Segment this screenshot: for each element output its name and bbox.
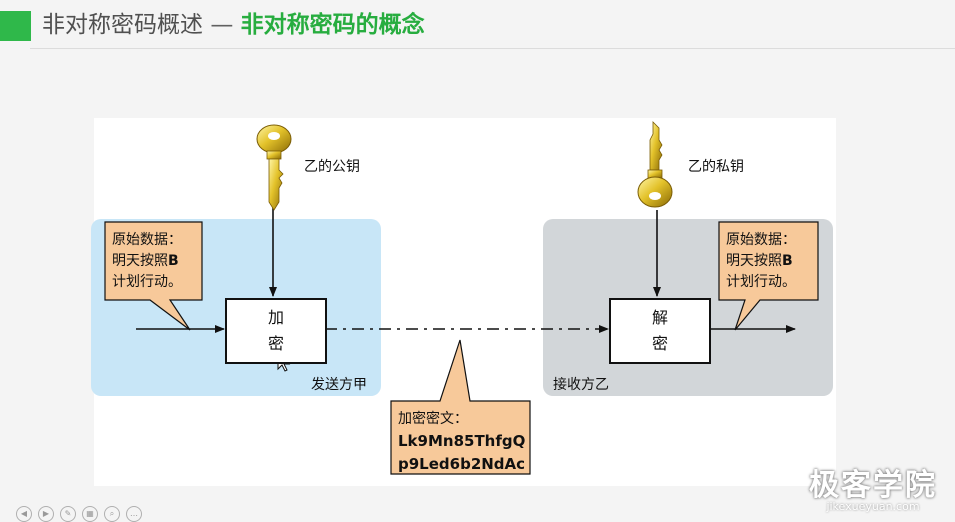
title-separator: — <box>210 12 234 38</box>
note-line-3: 计划行动。 <box>112 274 182 290</box>
decrypt-char-1: 解 <box>651 308 668 327</box>
header-divider <box>30 48 955 49</box>
note-line-2: 明天按照B <box>726 251 796 272</box>
slides-grid-icon[interactable]: ▦ <box>82 506 98 522</box>
decrypt-box: 解 密 <box>609 298 711 364</box>
note-line-2-bold: B <box>168 253 179 269</box>
note-line-3: 计划行动。 <box>726 274 796 290</box>
encrypt-box: 加 密 <box>225 298 327 364</box>
note-line-2-bold: B <box>782 253 793 269</box>
sender-party-label: 发送方甲 <box>311 377 367 393</box>
watermark-text: 极客学院 <box>809 468 937 503</box>
ciphertext-line-2: p9Led6b2NdAc <box>398 455 526 473</box>
note-line-2-text: 明天按照 <box>726 253 782 269</box>
encrypt-char-2: 密 <box>267 334 284 353</box>
note-line-2: 明天按照B <box>112 251 182 272</box>
sender-original-data-note: 原始数据： 明天按照B 计划行动。 <box>112 230 182 293</box>
page-title: 非对称密码概述 — 非对称密码的概念 <box>42 10 425 40</box>
watermark-logo: 极客学院 jikexueyuan.com <box>809 460 937 513</box>
receiver-note-callout <box>718 221 819 331</box>
zoom-icon[interactable]: ⌕ <box>104 506 120 522</box>
title-subtitle: 非对称密码的概念 <box>240 12 425 38</box>
note-line-2-text: 明天按照 <box>112 253 168 269</box>
public-key-icon <box>256 124 292 211</box>
sender-note-callout <box>104 221 203 331</box>
next-slide-icon[interactable]: ▶ <box>38 506 54 522</box>
pen-icon[interactable]: ✎ <box>60 506 76 522</box>
slideshow-toolbar: ◀ ▶ ✎ ▦ ⌕ … <box>16 506 142 522</box>
private-key-label: 乙的私钥 <box>688 159 744 175</box>
note-line-1: 原始数据： <box>726 232 796 248</box>
title-main: 非对称密码概述 <box>42 12 203 38</box>
public-key-label: 乙的公钥 <box>304 159 360 175</box>
previous-slide-icon[interactable]: ◀ <box>16 506 32 522</box>
private-key-icon <box>637 121 673 208</box>
ciphertext-callout <box>390 339 531 475</box>
encrypt-char-1: 加 <box>267 308 284 327</box>
watermark-url: jikexueyuan.com <box>826 500 920 513</box>
header-accent-bar <box>0 11 31 41</box>
more-options-icon[interactable]: … <box>126 506 142 522</box>
receiver-original-data-note: 原始数据： 明天按照B 计划行动。 <box>726 230 796 293</box>
ciphertext-note: 加密密文： Lk9Mn85ThfgQ p9Led6b2NdAc <box>398 409 525 476</box>
receiver-party-label: 接收方乙 <box>553 377 609 393</box>
note-line-1: 原始数据： <box>112 232 182 248</box>
ciphertext-line-1: Lk9Mn85ThfgQ <box>398 432 526 450</box>
decrypt-char-2: 密 <box>651 334 668 353</box>
ciphertext-label: 加密密文： <box>398 411 468 427</box>
